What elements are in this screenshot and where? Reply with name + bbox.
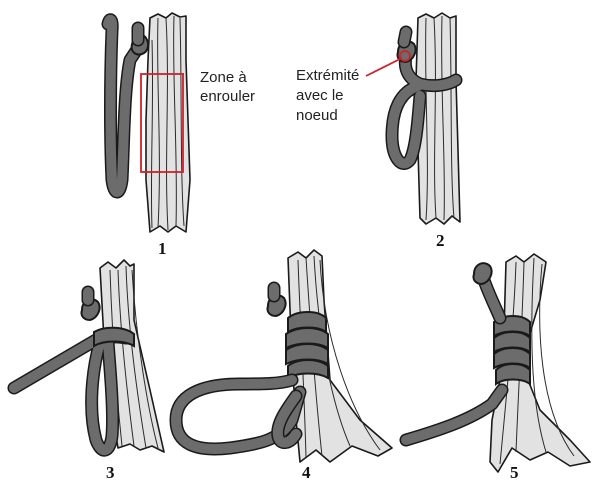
step-1-number: 1 xyxy=(158,239,167,258)
step-3-illustration xyxy=(14,260,164,452)
wrap-zone-label: Zone à enrouler xyxy=(200,69,255,105)
step-2-illustration xyxy=(366,13,460,224)
knot-end-pointer xyxy=(366,58,402,76)
step-3-number: 3 xyxy=(106,463,115,482)
step-5-illustration xyxy=(406,254,590,472)
step-1-illustration xyxy=(108,13,190,232)
step-4-illustration xyxy=(176,250,392,462)
knot-end-label: Extrémité avec le noeud xyxy=(296,67,364,124)
step-4-number: 4 xyxy=(302,463,311,482)
step-2-number: 2 xyxy=(436,231,445,250)
step-5-cord-knot xyxy=(473,263,491,284)
step-5-number: 5 xyxy=(510,463,519,482)
